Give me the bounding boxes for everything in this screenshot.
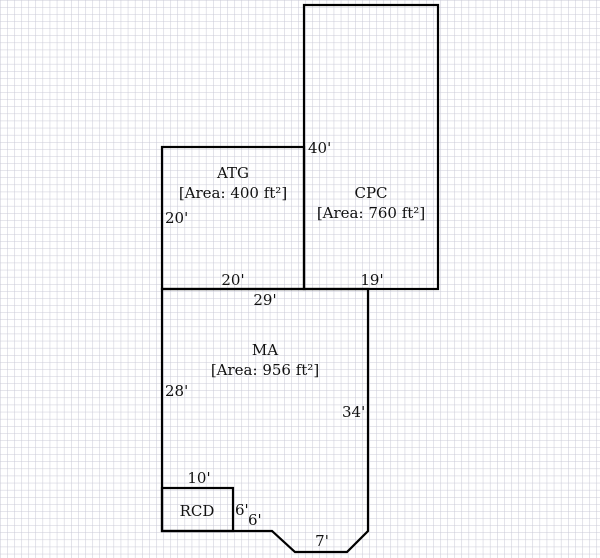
rcd-label: RCD [180, 502, 215, 520]
dim-ma-left: 28' [165, 382, 188, 400]
ma-label: MA [252, 341, 278, 359]
dim-atg-bottom: 20' [221, 271, 244, 289]
dim-ma-bottom: 7' [315, 532, 329, 550]
dim-cpc-bottom: 19' [360, 271, 383, 289]
dim-ma-top: 29' [253, 291, 276, 309]
cpc-label: CPC [354, 184, 387, 202]
dim-rcd-right: 6' [235, 501, 249, 519]
cpc-area: [Area: 760 ft²] [317, 204, 425, 222]
dim-rcd-top: 10' [187, 469, 210, 487]
atg-label: ATG [216, 164, 249, 182]
room-rcd-outline[interactable] [160, 486, 235, 533]
dim-ma-right: 34' [342, 403, 365, 421]
dim-atg-left: 20' [165, 209, 188, 227]
atg-area: [Area: 400 ft²] [179, 184, 287, 202]
dim-cpc-left: 40' [308, 139, 331, 157]
ma-area: [Area: 956 ft²] [211, 361, 319, 379]
dim-ma-bottom-left: 6' [248, 511, 262, 529]
